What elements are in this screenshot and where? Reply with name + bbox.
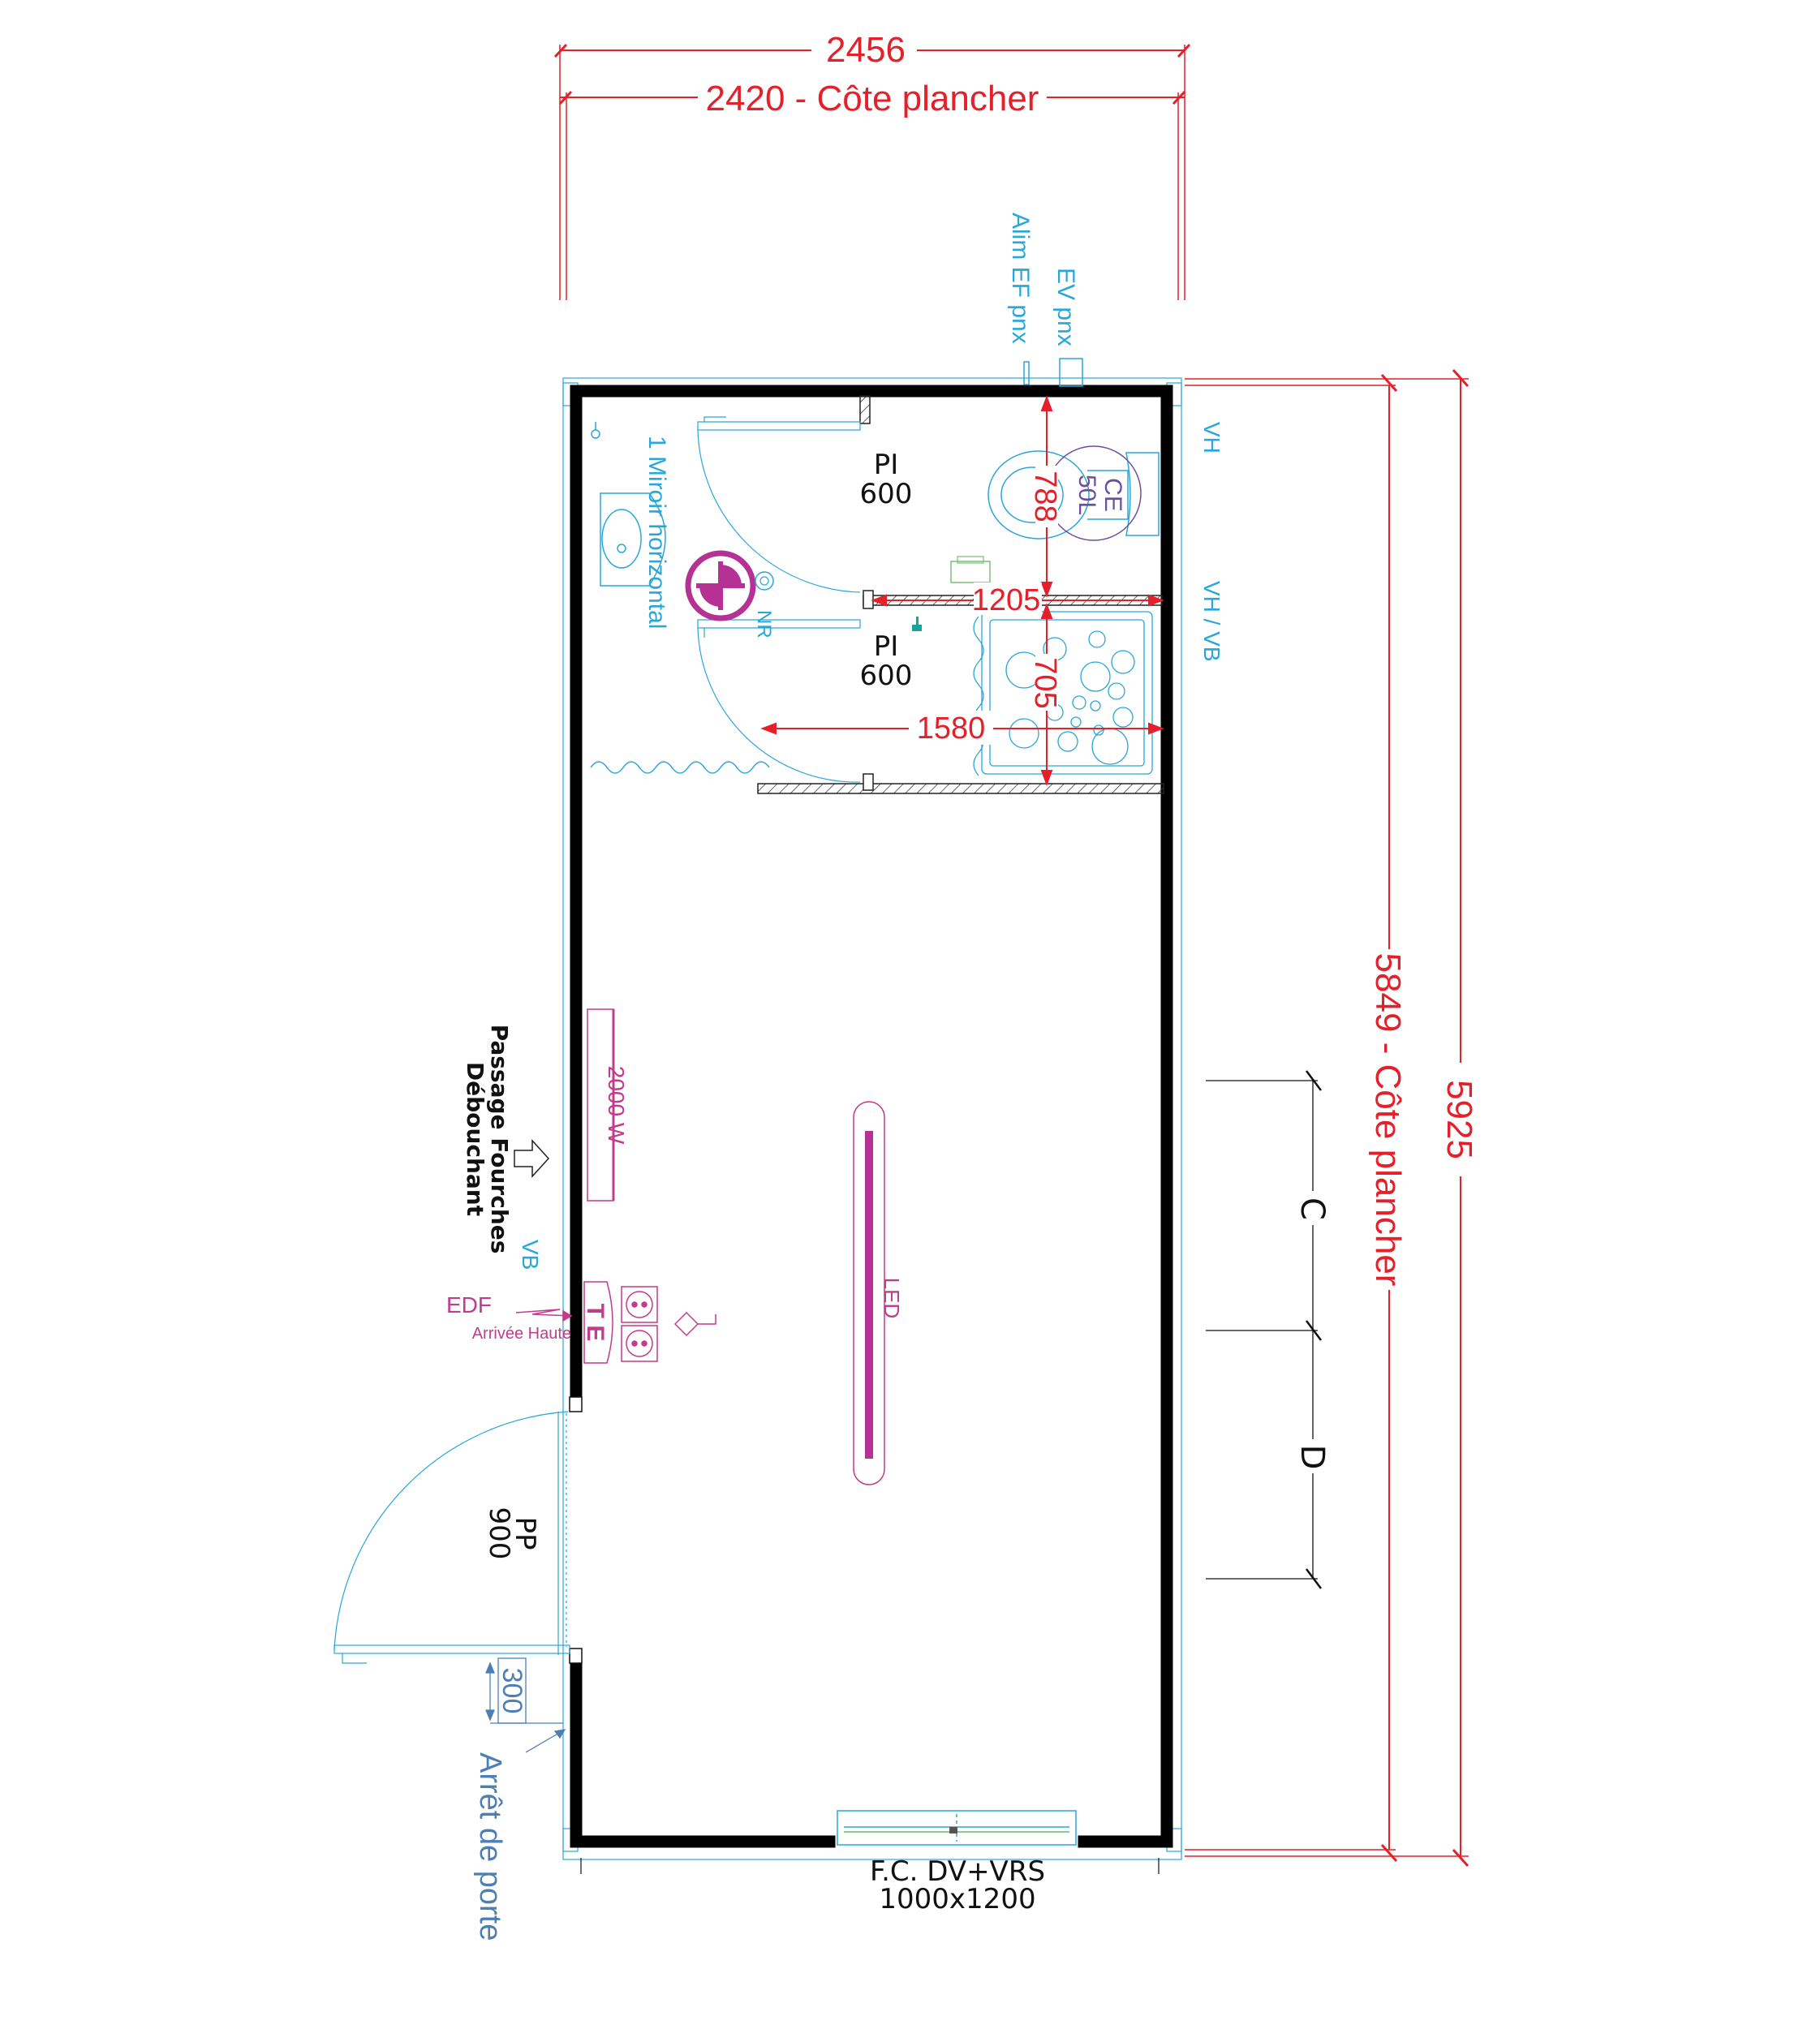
electric-heater xyxy=(587,1008,615,1201)
wc-depth-dim: 788 xyxy=(1028,471,1062,522)
toilet xyxy=(987,450,1160,539)
edf-arrival-label: Arrivée Haute xyxy=(472,1325,571,1343)
floor-width-dim: 2420 - Côte plancher xyxy=(706,79,1039,118)
shower-fixtures xyxy=(912,556,991,631)
overall-length-dim: 5925 xyxy=(1439,1080,1479,1159)
plumbing-markers xyxy=(1023,358,1083,387)
shower-tray xyxy=(973,611,1153,776)
electrical-panel xyxy=(515,1281,716,1364)
washbasin xyxy=(591,422,666,587)
partition-length-dim: 1205 xyxy=(972,583,1041,617)
wc-door-type: PI xyxy=(874,449,899,481)
axis-markers xyxy=(1206,1070,1327,1589)
led-light xyxy=(853,1101,885,1485)
mirror-label: 1 Miroir horizontal xyxy=(643,436,670,629)
axis-d-label: D xyxy=(1293,1445,1331,1470)
shower-door-size: 600 xyxy=(860,660,913,692)
forklift-label-1: Passage Fourches xyxy=(486,1025,513,1254)
alim-label: Alim EF pnx xyxy=(1007,213,1034,344)
window-size: 1000x1200 xyxy=(879,1883,1035,1915)
window-spec: F.C. DV+VRS xyxy=(870,1855,1045,1888)
main-door-type: PP xyxy=(509,1516,541,1550)
heater-label: 2000 W xyxy=(604,1066,629,1145)
interior-dimensions xyxy=(760,395,1164,786)
shower-depth-dim: 705 xyxy=(1028,657,1062,708)
axis-c-label: C xyxy=(1293,1197,1331,1220)
edf-label: EDF xyxy=(446,1292,492,1318)
led-label: LED xyxy=(880,1278,904,1319)
forklift-label-2: Débouchant xyxy=(462,1062,488,1216)
cladding-outline xyxy=(557,377,1182,1874)
floor-length-dim: 5849 - Côte plancher xyxy=(1368,953,1408,1287)
forklift-arrow-icon xyxy=(514,1139,550,1178)
overall-width-dim: 2456 xyxy=(826,30,906,70)
ventilation-symbol xyxy=(685,550,774,621)
shower-curtain xyxy=(590,761,770,774)
door-jambs xyxy=(569,1396,583,1664)
ce-label: CE xyxy=(1099,478,1126,512)
nr-label: NR xyxy=(753,610,775,638)
door-stop-offset-dim: 300 xyxy=(497,1668,527,1714)
te-label: T E xyxy=(582,1304,609,1342)
vh-vb-label: VH / VB xyxy=(1199,581,1224,662)
right-dimensions xyxy=(1185,368,1478,1868)
vh-label: VH xyxy=(1199,422,1224,454)
door-stop-dimension xyxy=(485,1657,566,1753)
door-stop-label: Arrêt de porte xyxy=(473,1752,507,1941)
ev-label: EV pnx xyxy=(1052,268,1079,346)
vb-label: VB xyxy=(518,1240,543,1270)
interior-doors xyxy=(697,416,861,783)
entrance-door xyxy=(333,1411,570,1664)
main-door-size: 900 xyxy=(483,1507,515,1560)
corridor-length-dim: 1580 xyxy=(917,711,986,746)
window xyxy=(837,1810,1077,1846)
shower-door-type: PI xyxy=(874,630,899,663)
wc-door-size: 600 xyxy=(860,478,913,510)
exterior-walls xyxy=(570,385,1173,1848)
ce-capacity: 50L xyxy=(1073,475,1100,515)
top-dimensions xyxy=(553,36,1191,300)
